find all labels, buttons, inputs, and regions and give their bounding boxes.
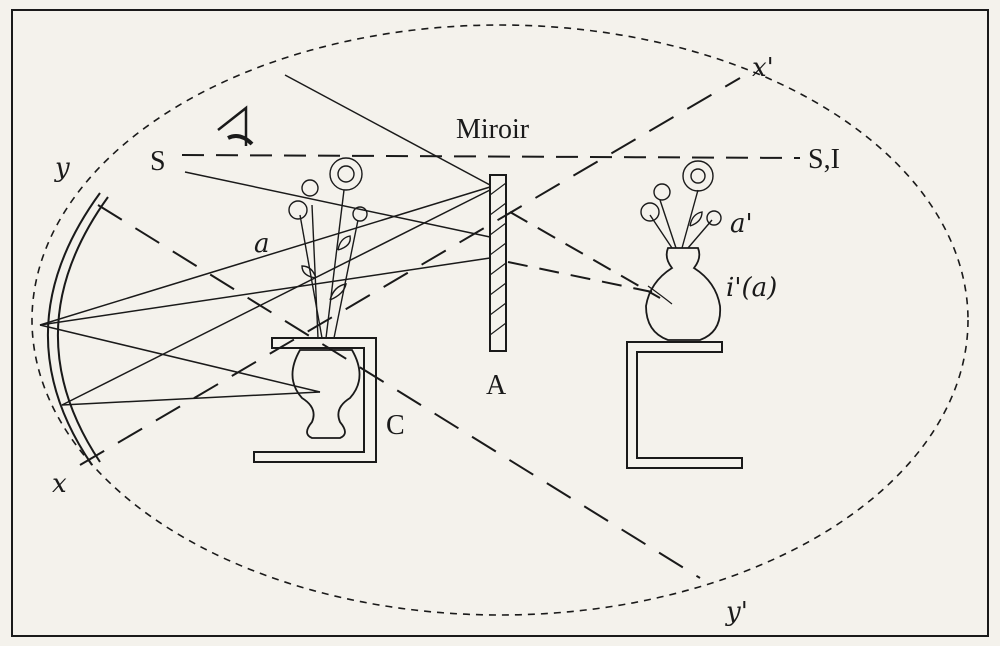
label-si: S,I <box>808 144 840 175</box>
axis-x-xprime <box>79 77 741 466</box>
dashed-ellipse <box>31 24 969 616</box>
stand-image <box>626 341 743 469</box>
reflected-ray-dashed-1 <box>509 211 661 299</box>
vase-icon <box>291 349 361 439</box>
bouquet-icon <box>288 157 368 339</box>
line-s-si <box>181 154 801 159</box>
axis-y-yprime <box>97 204 701 579</box>
label-y: y <box>54 153 70 183</box>
label-mirror-a: A <box>486 370 507 401</box>
label-miroir: Miroir <box>456 114 530 145</box>
label-a: a <box>254 229 270 259</box>
frame-border <box>11 9 989 637</box>
label-a-prime: a' <box>730 209 753 239</box>
eye-icon <box>217 105 254 146</box>
image-vase-icon <box>645 247 722 341</box>
plane-mirror-hatch <box>489 182 507 336</box>
image-vase-shadow <box>647 285 673 305</box>
label-y-prime: y' <box>725 597 748 627</box>
reflected-ray-dashed-2 <box>507 261 653 293</box>
light-rays <box>39 74 491 406</box>
label-s: S <box>150 146 166 177</box>
stand-c <box>253 337 377 463</box>
label-i-prime-a: i'(a) <box>726 273 777 303</box>
image-bouquet-icon <box>640 160 722 249</box>
label-stand-c: C <box>386 410 405 441</box>
label-x: x <box>52 469 67 499</box>
label-x-prime: x' <box>752 53 774 83</box>
